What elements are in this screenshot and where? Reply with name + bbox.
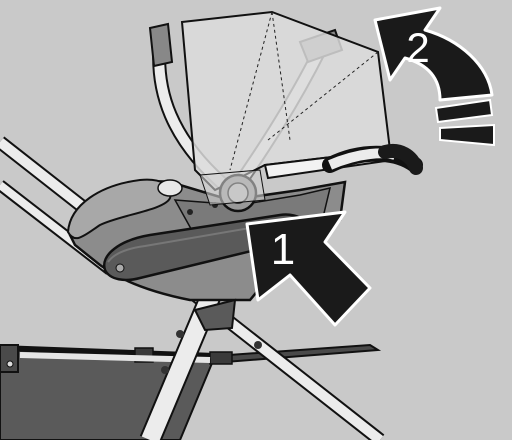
step-2-number: 2 (406, 24, 429, 71)
step-1-number: 1 (271, 225, 295, 274)
